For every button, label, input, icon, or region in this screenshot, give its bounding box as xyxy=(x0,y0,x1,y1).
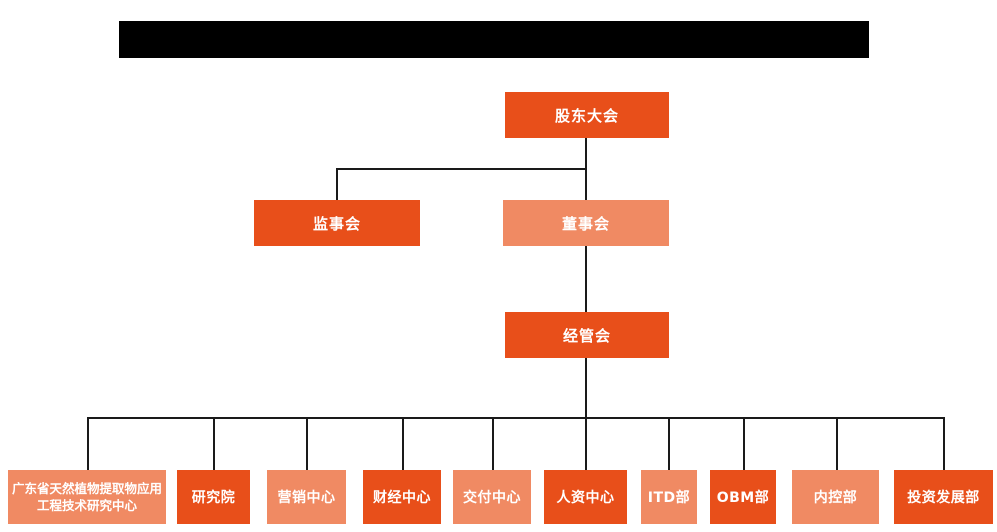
connector-drop-dept-8 xyxy=(743,417,745,470)
node-dept-delivery-center: 交付中心 xyxy=(453,470,531,524)
connector-drop-dept-9 xyxy=(836,417,838,470)
node-dept-investment-development: 投资发展部 xyxy=(894,470,993,524)
connector-drop-dept-4 xyxy=(402,417,404,470)
node-dept-finance-center: 财经中心 xyxy=(363,470,441,524)
connector-drop-dept-2 xyxy=(213,417,215,470)
node-shareholders-meeting-label: 股东大会 xyxy=(554,106,619,125)
node-dept-itd-label: ITD部 xyxy=(647,490,691,506)
node-dept-finance-center-label: 财经中心 xyxy=(373,490,431,506)
node-dept-research-center: 广东省天然植物提取物应用工程技术研究中心 xyxy=(8,470,166,524)
node-dept-delivery-center-label: 交付中心 xyxy=(463,490,521,506)
connector-drop-dept-10 xyxy=(943,417,945,470)
connector-management-to-bus xyxy=(585,358,587,418)
node-dept-hr-center-label: 人资中心 xyxy=(556,490,615,506)
node-dept-internal-control-label: 内控部 xyxy=(813,490,858,506)
node-dept-obm: OBM部 xyxy=(710,470,776,524)
node-board-of-directors-label: 董事会 xyxy=(561,214,610,233)
node-shareholders-meeting: 股东大会 xyxy=(505,92,669,138)
connector-drop-dept-6 xyxy=(585,417,587,470)
connector-drop-dept-1 xyxy=(87,417,89,470)
connector-branch-supervisory xyxy=(336,168,587,170)
node-dept-marketing-center: 营销中心 xyxy=(267,470,346,524)
connector-drop-supervisory xyxy=(336,168,338,200)
connector-drop-dept-7 xyxy=(668,417,670,470)
node-dept-internal-control: 内控部 xyxy=(792,470,879,524)
redacted-title-bar xyxy=(119,21,869,58)
node-supervisory-board-label: 监事会 xyxy=(312,214,361,233)
node-dept-research-institute-label: 研究院 xyxy=(191,490,236,506)
connector-departments-bus xyxy=(87,417,945,419)
connector-drop-dept-3 xyxy=(306,417,308,470)
node-dept-itd: ITD部 xyxy=(641,470,697,524)
node-management-committee-label: 经管会 xyxy=(562,326,611,345)
node-board-of-directors: 董事会 xyxy=(503,200,669,246)
node-management-committee: 经管会 xyxy=(505,312,669,358)
node-supervisory-board: 监事会 xyxy=(254,200,420,246)
node-dept-marketing-center-label: 营销中心 xyxy=(277,490,336,506)
node-dept-research-institute: 研究院 xyxy=(177,470,250,524)
node-dept-obm-label: OBM部 xyxy=(716,490,770,506)
node-dept-research-center-label: 广东省天然植物提取物应用工程技术研究中心 xyxy=(11,480,162,514)
node-dept-investment-development-label: 投资发展部 xyxy=(907,490,980,506)
node-dept-hr-center: 人资中心 xyxy=(544,470,627,524)
connector-drop-dept-5 xyxy=(492,417,494,470)
connector-board-to-management xyxy=(585,246,587,312)
